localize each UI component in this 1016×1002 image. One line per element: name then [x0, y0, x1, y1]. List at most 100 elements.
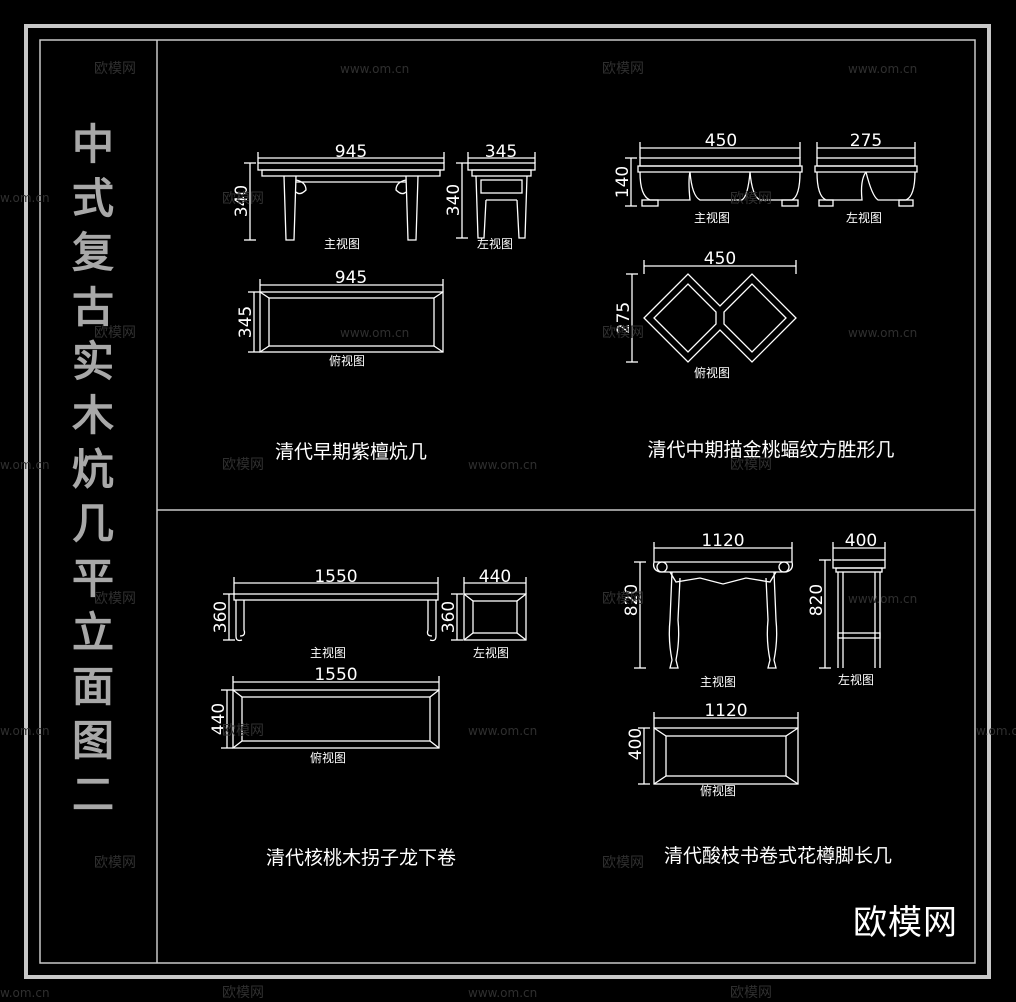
side-view-drawing — [463, 593, 527, 641]
watermark-url: www.om.cn — [848, 326, 918, 340]
sheet-title-char: 式 — [71, 174, 114, 224]
panel-top-right — [625, 142, 918, 363]
watermark-url: w.om.cn — [976, 724, 1016, 738]
sheet-title-char: 炕 — [71, 445, 114, 495]
watermark-brand: 欧模网 — [730, 457, 772, 473]
front-height-value: 820 — [622, 584, 642, 616]
sheet-title-char: 平 — [71, 553, 114, 603]
front-width-value: 1550 — [314, 567, 357, 587]
top-depth-value: 400 — [626, 728, 646, 760]
watermark-brand: 欧模网 — [602, 325, 644, 341]
sheet-title-char: 面 — [71, 662, 114, 712]
top-width-value: 1120 — [704, 701, 747, 721]
panel-bottom-right — [634, 542, 886, 785]
watermark-brand: 欧模网 — [222, 985, 264, 1001]
top-depth-value: 440 — [209, 703, 229, 735]
watermark-brand: 欧模网 — [730, 191, 772, 207]
sheet-title-char: 二 — [71, 770, 114, 820]
panel-title: 清代中期描金桃蝠纹方胜形几 — [647, 439, 894, 461]
side-view-drawing — [814, 157, 918, 207]
side-height-value: 820 — [807, 584, 827, 616]
front-width-value: 450 — [705, 131, 737, 151]
sheet-title-char: 木 — [71, 391, 114, 441]
front-view-label: 主视图 — [700, 674, 736, 689]
brand-logo: 欧模网 — [853, 903, 958, 943]
dimension-front-height — [223, 593, 235, 641]
watermark-url: w.om.cn — [0, 986, 50, 1000]
panel-top-right-labels: 450 140 275 450 275 主视图 左视图 俯视图 清代中期描金桃蝠… — [613, 131, 895, 461]
dimension-side-width — [467, 152, 536, 163]
dimension-front-width — [653, 542, 793, 562]
dimension-front-height — [625, 157, 637, 207]
top-depth-value: 345 — [236, 306, 256, 338]
watermark-brand: 欧模网 — [94, 325, 136, 341]
side-width-value: 345 — [485, 142, 517, 162]
front-view-label: 主视图 — [310, 645, 346, 660]
watermark-brand: 欧模网 — [602, 591, 644, 607]
watermark-brand: 欧模网 — [222, 457, 264, 473]
side-view-drawing — [832, 559, 886, 668]
top-view-drawing — [643, 273, 797, 363]
top-view-drawing — [653, 727, 799, 785]
watermark-url: www.om.cn — [468, 724, 538, 738]
dimension-side-width — [816, 142, 916, 158]
sheet-title-char: 复 — [71, 228, 114, 278]
dimension-top-width — [653, 712, 799, 728]
dimension-front-height — [244, 162, 256, 241]
side-view-label: 左视图 — [838, 672, 874, 687]
sheet-title-char: 实 — [71, 336, 114, 386]
top-view-drawing — [259, 291, 444, 353]
watermark-url: www.om.cn — [340, 62, 410, 76]
watermark-brand: 欧模网 — [94, 61, 136, 77]
dimension-top-depth — [626, 273, 638, 363]
top-view-label: 俯视图 — [329, 353, 365, 368]
dimension-side-height — [819, 559, 831, 669]
panel-title: 清代早期紫檀炕几 — [275, 441, 427, 463]
dimension-side-height — [456, 162, 468, 239]
top-view-drawing — [232, 689, 440, 749]
dimension-top-depth — [638, 727, 650, 785]
panel-top-left — [244, 152, 536, 353]
front-width-value: 1120 — [701, 531, 744, 551]
front-height-value: 360 — [211, 601, 231, 633]
panel-title: 清代核桃木拐子龙下卷 — [266, 847, 456, 869]
watermark-brand: 欧模网 — [94, 591, 136, 607]
top-depth-value: 275 — [614, 302, 634, 334]
side-view-label: 左视图 — [846, 210, 882, 225]
side-height-value: 360 — [439, 601, 459, 633]
dimension-top-width — [643, 260, 797, 274]
panel-title: 清代酸枝书卷式花樽脚长几 — [664, 845, 892, 867]
top-width-value: 1550 — [314, 665, 357, 685]
watermark-url: www.om.cn — [468, 986, 538, 1000]
watermark-url: w.om.cn — [0, 724, 50, 738]
watermark-url: www.om.cn — [848, 592, 918, 606]
dimension-top-width — [232, 676, 440, 690]
front-height-value: 140 — [613, 166, 633, 198]
watermark-brand: 欧模网 — [730, 985, 772, 1001]
watermark-brand: 欧模网 — [94, 855, 136, 871]
dimension-front-width — [233, 577, 439, 594]
sheet-title-char: 古 — [71, 282, 114, 332]
watermark-brand: 欧模网 — [222, 723, 264, 739]
dimension-front-width — [257, 152, 445, 163]
watermark-brand: 欧模网 — [222, 191, 264, 207]
top-view-label: 俯视图 — [694, 365, 730, 380]
top-width-value: 945 — [335, 268, 367, 288]
dimension-side-height — [451, 593, 463, 641]
dimension-top-depth — [221, 689, 233, 749]
panel-bottom-right-labels: 1120 820 400 820 1120 400 主视图 左视图 俯视图 清代… — [622, 531, 892, 867]
panel-top-left-labels: 945 340 345 340 945 345 主视图 左视图 俯视图 清代早期… — [232, 142, 517, 463]
panel-bottom-left — [221, 577, 527, 749]
front-view-drawing — [652, 561, 794, 669]
dimension-front-height — [634, 561, 646, 669]
front-view-label: 主视图 — [324, 236, 360, 251]
dimension-top-width — [259, 279, 444, 292]
top-width-value: 450 — [704, 249, 736, 269]
watermark-url: www.om.cn — [848, 62, 918, 76]
side-width-value: 400 — [845, 531, 877, 551]
side-view-drawing — [467, 162, 536, 239]
dimension-side-width — [463, 577, 527, 594]
front-view-drawing — [257, 162, 445, 241]
watermark-url: www.om.cn — [468, 458, 538, 472]
